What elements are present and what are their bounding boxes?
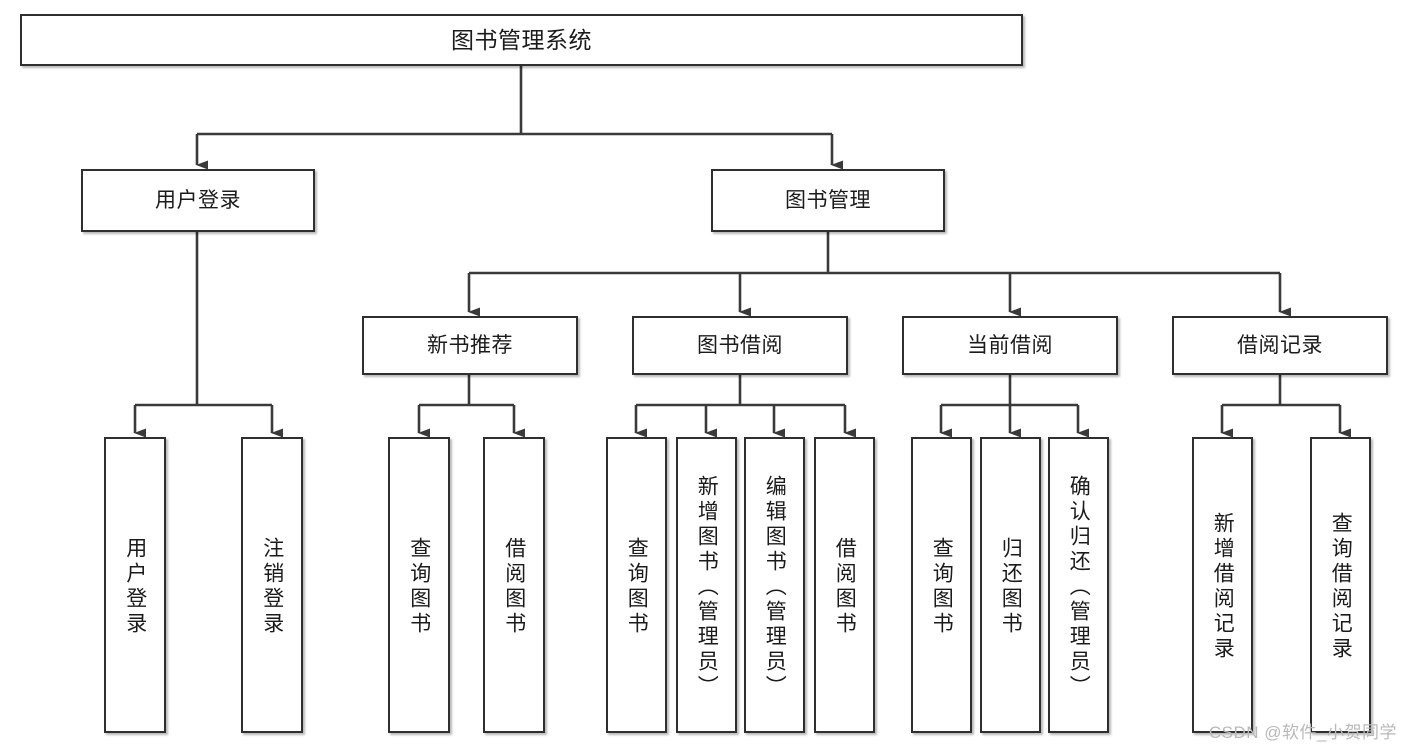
node-leaf-query-book-3[interactable]: 查询图书 bbox=[911, 437, 972, 733]
node-borrow-record-label: 借阅记录 bbox=[1237, 333, 1323, 357]
node-leaf-borrow-book-2[interactable]: 借阅图书 bbox=[814, 437, 875, 733]
node-leaf-edit-book[interactable]: 编辑图书（管理员） bbox=[744, 437, 805, 733]
node-leaf-user-login-label: 用户登录 bbox=[123, 537, 147, 637]
node-book-manage[interactable]: 图书管理 bbox=[711, 169, 945, 232]
node-leaf-borrow-book-2-label: 借阅图书 bbox=[833, 537, 857, 637]
node-leaf-edit-book-label: 编辑图书（管理员） bbox=[763, 474, 787, 700]
node-book-manage-label: 图书管理 bbox=[785, 188, 871, 212]
node-leaf-confirm-return-label: 确认归还（管理员） bbox=[1067, 474, 1091, 700]
node-current-borrow[interactable]: 当前借阅 bbox=[902, 316, 1118, 375]
node-leaf-query-book-2[interactable]: 查询图书 bbox=[606, 437, 667, 733]
node-leaf-query-record[interactable]: 查询借阅记录 bbox=[1310, 437, 1371, 733]
node-leaf-query-book-1-label: 查询图书 bbox=[407, 537, 431, 637]
node-user-login[interactable]: 用户登录 bbox=[81, 169, 315, 232]
node-leaf-borrow-book-1[interactable]: 借阅图书 bbox=[483, 437, 545, 733]
node-leaf-return-book-label: 归还图书 bbox=[999, 537, 1023, 637]
node-leaf-logout-label: 注销登录 bbox=[260, 537, 284, 637]
node-leaf-add-book-label: 新增图书（管理员） bbox=[695, 474, 719, 700]
node-new-book-recommend-label: 新书推荐 bbox=[427, 333, 513, 357]
node-leaf-query-record-label: 查询借阅记录 bbox=[1329, 512, 1353, 662]
node-new-book-recommend[interactable]: 新书推荐 bbox=[362, 316, 578, 375]
node-leaf-user-login[interactable]: 用户登录 bbox=[104, 437, 166, 733]
node-leaf-confirm-return[interactable]: 确认归还（管理员） bbox=[1048, 437, 1109, 733]
node-leaf-add-record-label: 新增借阅记录 bbox=[1211, 512, 1235, 662]
node-leaf-borrow-book-1-label: 借阅图书 bbox=[502, 537, 526, 637]
node-book-borrow-label: 图书借阅 bbox=[697, 333, 783, 357]
node-leaf-logout[interactable]: 注销登录 bbox=[241, 437, 303, 733]
watermark: CSDN @软件_小贺同学 bbox=[1208, 723, 1397, 742]
node-current-borrow-label: 当前借阅 bbox=[967, 333, 1053, 357]
node-leaf-add-book[interactable]: 新增图书（管理员） bbox=[676, 437, 737, 733]
node-leaf-add-record[interactable]: 新增借阅记录 bbox=[1192, 437, 1253, 733]
node-leaf-return-book[interactable]: 归还图书 bbox=[980, 437, 1041, 733]
node-root[interactable]: 图书管理系统 bbox=[20, 14, 1023, 66]
node-user-login-label: 用户登录 bbox=[155, 188, 241, 212]
node-leaf-query-book-2-label: 查询图书 bbox=[625, 537, 649, 637]
node-book-borrow[interactable]: 图书借阅 bbox=[632, 316, 848, 375]
node-root-label: 图书管理系统 bbox=[451, 26, 592, 53]
node-borrow-record[interactable]: 借阅记录 bbox=[1172, 316, 1388, 375]
node-leaf-query-book-3-label: 查询图书 bbox=[930, 537, 954, 637]
node-leaf-query-book-1[interactable]: 查询图书 bbox=[388, 437, 450, 733]
